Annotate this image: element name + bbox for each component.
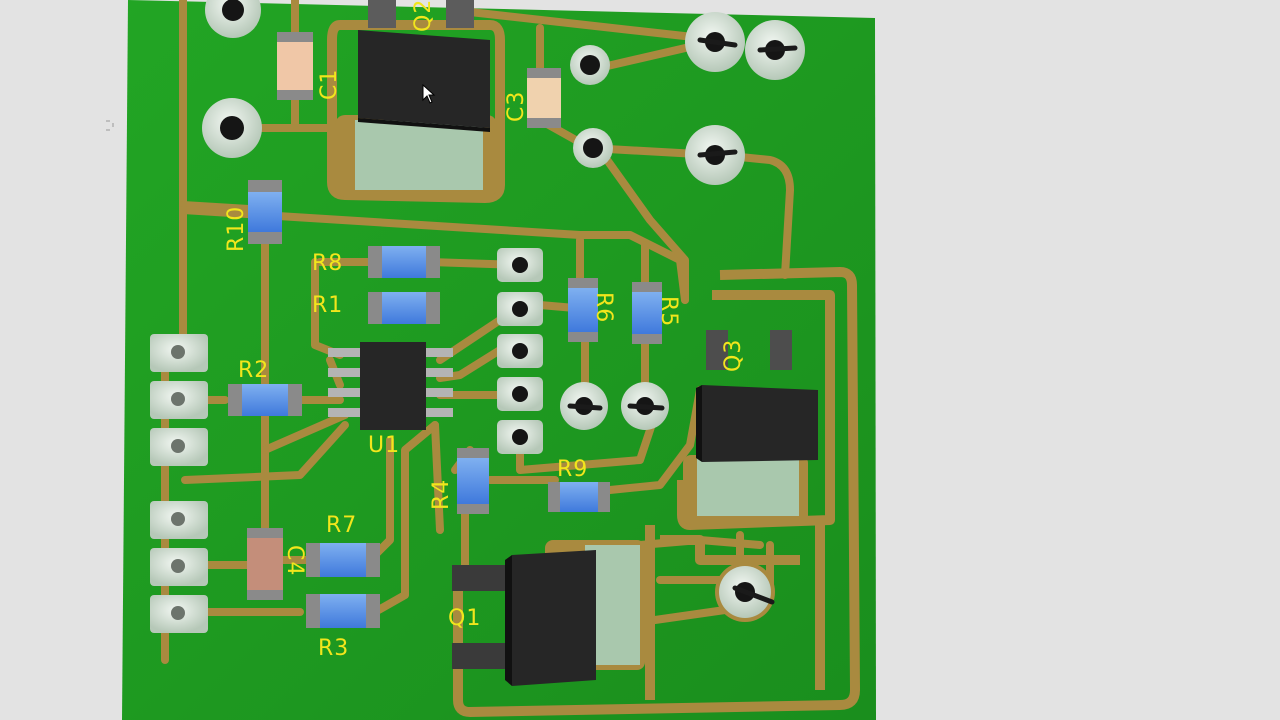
label-q2: Q2 [411,0,436,32]
resistor-r9[interactable] [548,482,610,512]
drill-holes [220,0,785,602]
capacitor-c1[interactable] [277,32,313,100]
label-c4: C4 [282,545,307,576]
resistor-r7[interactable] [306,543,380,577]
label-r4: R4 [429,479,454,510]
label-r7: R7 [326,513,357,538]
resistor-r8[interactable] [368,246,440,278]
transistor-q2[interactable] [355,0,490,190]
capacitor-c3[interactable] [527,68,561,128]
label-r10: R10 [224,206,249,252]
label-r1: R1 [312,293,343,318]
resistor-r4[interactable] [457,448,489,514]
copper-pours [327,20,860,717]
drag-handle-icon [106,120,114,131]
capacitor-c4[interactable] [247,528,283,600]
connector-holes [171,345,185,620]
label-r2: R2 [238,358,269,383]
resistor-r1[interactable] [368,292,440,324]
resistor-r2[interactable] [228,384,302,416]
transistor-q3[interactable] [696,330,818,516]
resistor-r5[interactable] [632,282,662,344]
mouse-cursor-icon [422,84,436,104]
label-r6: R6 [591,292,616,323]
label-r5: R5 [656,296,681,327]
pin-legs [567,37,798,605]
label-r3: R3 [318,636,349,661]
label-r8: R8 [312,251,343,276]
silkscreen-labels: C1 Q2 C3 R10 R8 R1 R6 R5 Q3 R2 U1 R4 R9 … [224,0,746,661]
label-c3: C3 [504,91,529,122]
ic-u1[interactable] [328,342,453,430]
resistor-r10[interactable] [248,180,282,244]
through-hole-pads [150,0,805,633]
label-c1: C1 [317,69,342,100]
transistor-q1[interactable] [452,545,640,686]
label-q3: Q3 [721,339,746,372]
resistor-r6[interactable] [568,278,598,342]
label-r9: R9 [557,457,588,482]
resistor-r3[interactable] [306,594,380,628]
label-u1: U1 [368,433,400,458]
label-q1: Q1 [448,606,481,631]
